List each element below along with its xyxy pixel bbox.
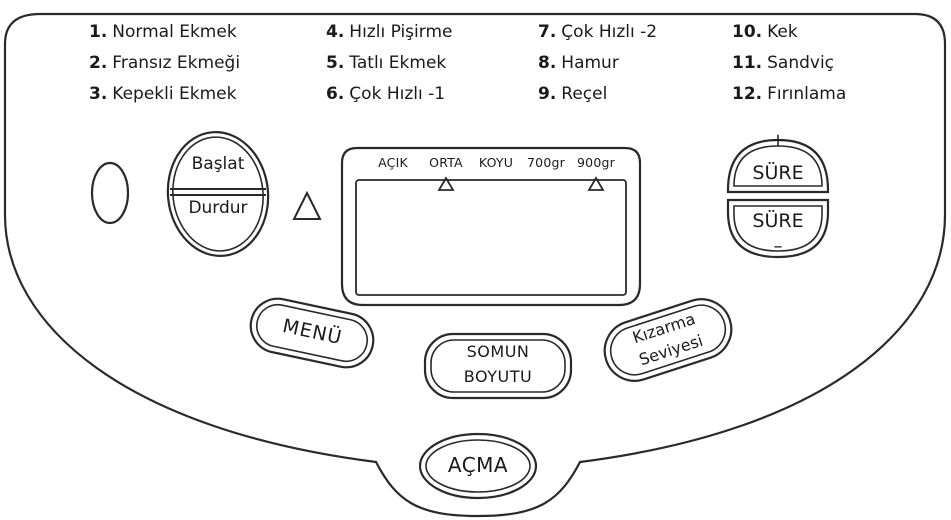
program-item: 1.Normal Ekmek	[89, 21, 237, 43]
program-item: 11.Sandviç	[732, 52, 834, 74]
program-number: 7.	[538, 22, 557, 42]
display-label-900g: 900gr	[577, 155, 615, 170]
menu-label: MENÜ	[280, 314, 345, 350]
program-item: 10.Kek	[732, 21, 798, 43]
display-label-700g: 700gr	[527, 155, 565, 170]
program-item: 7.Çok Hızlı -2	[538, 21, 657, 43]
display-label-light: AÇIK	[378, 155, 408, 170]
time-minus-label: SÜRE	[752, 210, 804, 232]
start-stop-button-shape	[166, 131, 270, 257]
program-item: 3.Kepekli Ekmek	[89, 83, 236, 105]
menu-button-shape	[249, 297, 375, 369]
program-number: 10.	[732, 22, 763, 42]
program-name: Hamur	[561, 53, 619, 73]
crust-level-button-shape	[603, 298, 733, 382]
program-number: 8.	[538, 53, 557, 73]
time-plus-label: SÜRE	[752, 162, 804, 184]
time-minus-button-shape	[726, 198, 830, 259]
program-number: 5.	[326, 53, 345, 73]
loaf-size-button-shape	[423, 332, 573, 400]
program-item: 2.Fransız Ekmeği	[89, 52, 240, 74]
program-name: Çok Hızlı -1	[349, 84, 446, 104]
program-item: 4.Hızlı Pişirme	[326, 21, 452, 43]
program-number: 4.	[326, 22, 345, 42]
program-name: Reçel	[561, 84, 608, 104]
program-number: 9.	[538, 84, 557, 104]
panel-outline	[3, 12, 947, 518]
display-label-medium: ORTA	[429, 155, 463, 170]
open-button-shape	[418, 432, 538, 500]
program-name: Fırınlama	[767, 84, 847, 104]
program-number: 12.	[732, 84, 763, 104]
time-minus-button[interactable]: SÜRE –	[728, 200, 828, 260]
start-stop-button[interactable]: Başlat Durdur	[168, 132, 268, 256]
time-plus-button[interactable]: + SÜRE	[728, 130, 828, 192]
warning-triangle-icon	[292, 190, 322, 220]
program-name: Tatlı Ekmek	[349, 53, 447, 73]
program-number: 2.	[89, 53, 108, 73]
program-item: 5.Tatlı Ekmek	[326, 52, 446, 74]
program-item: 12.Fırınlama	[732, 83, 846, 105]
program-number: 11.	[732, 53, 763, 73]
program-item: 9.Reçel	[538, 83, 607, 105]
program-number: 1.	[89, 22, 108, 42]
loaf-size-button[interactable]: SOMUN BOYUTU	[425, 334, 571, 398]
open-button[interactable]: AÇMA	[420, 434, 536, 498]
display-window	[340, 146, 642, 307]
loaf-size-label-line2: BOYUTU	[463, 367, 533, 386]
program-name: Sandviç	[767, 53, 835, 73]
stop-label: Durdur	[188, 198, 248, 218]
minus-icon: –	[773, 236, 783, 257]
indicator-light	[90, 161, 130, 225]
display-label-dark: KOYU	[478, 155, 514, 170]
program-name: Kepekli Ekmek	[112, 84, 237, 104]
program-number: 3.	[89, 84, 108, 104]
start-label: Başlat	[191, 154, 245, 174]
plus-icon: +	[770, 130, 786, 151]
program-name: Çok Hızlı -2	[561, 22, 658, 42]
time-plus-button-shape	[726, 138, 830, 194]
program-name: Normal Ekmek	[112, 22, 237, 42]
open-label: AÇMA	[447, 453, 509, 477]
loaf-size-label-line1: SOMUN	[466, 342, 530, 361]
program-name: Kek	[767, 22, 798, 42]
program-number: 6.	[326, 84, 345, 104]
program-item: 6.Çok Hızlı -1	[326, 83, 445, 105]
program-name: Fransız Ekmeği	[112, 53, 241, 73]
program-item: 8.Hamur	[538, 52, 619, 74]
program-name: Hızlı Pişirme	[349, 22, 453, 42]
